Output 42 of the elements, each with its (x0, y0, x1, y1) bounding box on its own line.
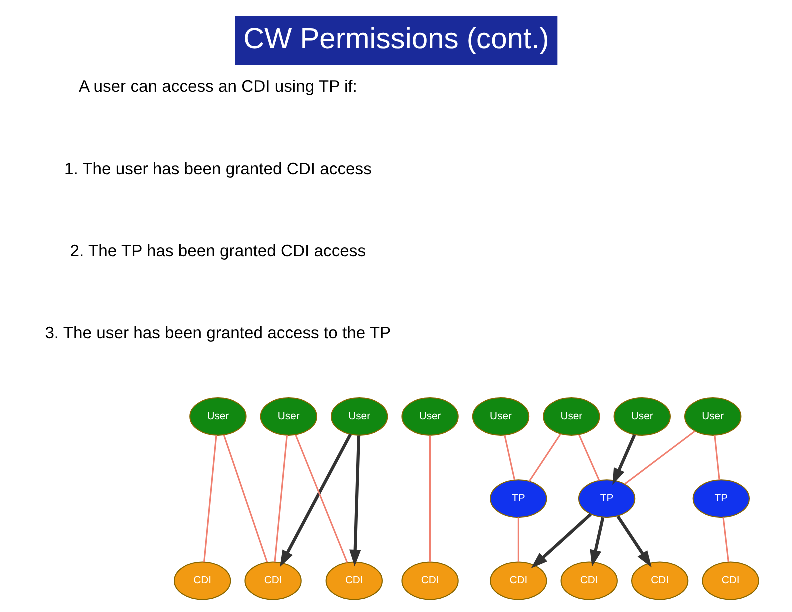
node-ellipse: User (260, 398, 317, 436)
arrow (280, 434, 352, 568)
connector (517, 518, 519, 562)
connector (624, 430, 696, 485)
node-ellipse: CDI (325, 562, 382, 600)
arrow (530, 513, 592, 569)
connector (274, 435, 288, 562)
node-ellipse: User (401, 398, 458, 436)
connector (722, 518, 729, 562)
label: 2. The TP has been granted CDI access (70, 241, 366, 260)
label: 3. The user has been granted access to the TP (44, 324, 391, 343)
node-ellipse: User (472, 398, 530, 436)
node-ellipse: User (684, 398, 742, 436)
diagram-title: CW Permissions (cont.) (243, 24, 549, 56)
connector (429, 436, 431, 562)
node-ellipse: User (189, 398, 246, 436)
label: 1. The user has been granted CDI access (64, 159, 372, 178)
node-ellipse: TP (490, 480, 547, 518)
node-ellipse: TP (578, 480, 636, 518)
node-ellipse: User (542, 398, 600, 436)
node-ellipse: CDI (560, 562, 618, 600)
arrow (349, 436, 361, 567)
connector (294, 434, 348, 564)
node-ellipse: CDI (490, 562, 547, 600)
node-ellipse: CDI (702, 562, 759, 600)
connector (504, 435, 516, 480)
node-ellipse: CDI (401, 562, 458, 600)
node-ellipse: TP (692, 480, 750, 518)
connector (578, 434, 600, 482)
node-ellipse: CDI (174, 562, 231, 600)
connector (203, 435, 217, 562)
label: A user can access an CDI using TP if: (78, 77, 357, 96)
node-ellipse: User (330, 398, 388, 436)
node-ellipse: CDI (630, 562, 688, 600)
connector (222, 434, 268, 562)
connector (528, 434, 561, 482)
arrow (590, 517, 604, 567)
node-ellipse: CDI (244, 562, 302, 600)
arrow (612, 434, 636, 486)
connector (714, 435, 720, 480)
node-ellipse: User (613, 398, 670, 436)
arrow (616, 516, 652, 568)
